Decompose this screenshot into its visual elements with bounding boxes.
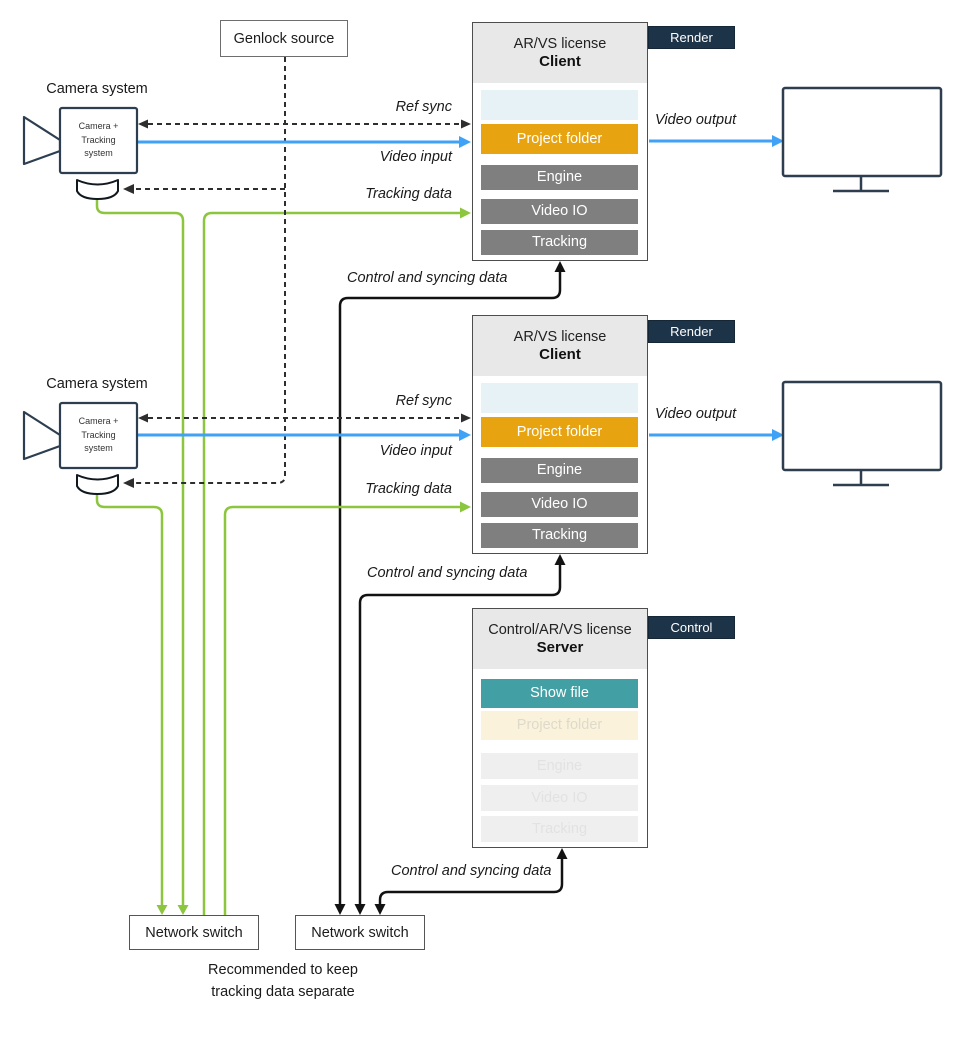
- video-input-label-2: Video input: [379, 443, 452, 459]
- client2-row-video-io: Video IO: [481, 492, 638, 517]
- tracking-data-lines: [95, 198, 460, 915]
- server-header: Control/AR/VS license Server: [473, 609, 647, 669]
- render-tag-1: Render: [648, 26, 735, 49]
- monitor-icon-2: [781, 380, 943, 487]
- client-header-1: AR/VS license Client: [473, 23, 647, 83]
- server-row-tracking: Tracking: [481, 816, 638, 842]
- tracking-data-label-1: Tracking data: [365, 186, 452, 202]
- client-box-1: AR/VS license Client Project folder Engi…: [472, 22, 648, 261]
- network-switch-left: Network switch: [129, 915, 259, 950]
- network-switch-right: Network switch: [295, 915, 425, 950]
- client2-row-project-folder: Project folder: [481, 417, 638, 447]
- server-row-show-file: Show file: [481, 679, 638, 708]
- client-license-label: AR/VS license: [513, 328, 607, 345]
- camera-system-label-2: Camera system: [46, 376, 148, 392]
- monitor-icon-1: [781, 86, 943, 193]
- client2-row-spacer: [481, 383, 638, 413]
- video-output-label-2: Video output: [655, 406, 737, 422]
- client-role-label: Client: [539, 346, 581, 364]
- video-output-label-1: Video output: [655, 112, 737, 128]
- network-switch-label: Network switch: [311, 924, 409, 941]
- client1-row-tracking: Tracking: [481, 230, 638, 255]
- genlock-ref-sync-arrowheads: [123, 119, 471, 488]
- server-license-label: Control/AR/VS license: [488, 621, 632, 638]
- tracking-data-label-2: Tracking data: [365, 481, 452, 497]
- server-box: Control/AR/VS license Server Show file P…: [472, 608, 648, 848]
- note-text: Recommended to keep tracking data separa…: [208, 962, 358, 1001]
- client-role-label: Client: [539, 53, 581, 71]
- render-tag-2: Render: [648, 320, 735, 343]
- tracking-data-arrowheads: [156, 207, 471, 915]
- client1-row-spacer: [481, 90, 638, 120]
- network-switch-label: Network switch: [145, 924, 243, 941]
- camera-body-label-1: Camera + Tracking system: [78, 121, 119, 159]
- camera-system-label-1: Camera system: [46, 81, 148, 97]
- client-header-2: AR/VS license Client: [473, 316, 647, 376]
- camera-icon-1: [22, 106, 139, 200]
- server-row-engine: Engine: [481, 753, 638, 779]
- video-lines: [138, 139, 772, 437]
- control-sync-label-2: Control and syncing data: [367, 565, 528, 581]
- control-sync-label-1: Control and syncing data: [347, 270, 508, 286]
- ref-sync-label-1: Ref sync: [395, 99, 452, 115]
- control-tag: Control: [648, 616, 735, 639]
- video-input-label-1: Video input: [379, 149, 452, 165]
- client-box-2: AR/VS license Client Project folder Engi…: [472, 315, 648, 554]
- client1-row-video-io: Video IO: [481, 199, 638, 224]
- client2-row-tracking: Tracking: [481, 523, 638, 548]
- client1-row-project-folder: Project folder: [481, 124, 638, 154]
- client2-row-engine: Engine: [481, 458, 638, 483]
- server-row-video-io: Video IO: [481, 785, 638, 811]
- control-line-server: [374, 848, 568, 915]
- server-row-project-folder: Project folder: [481, 711, 638, 740]
- genlock-source-label: Genlock source: [233, 30, 335, 47]
- camera-body-label-2: Camera + Tracking system: [78, 416, 119, 454]
- camera-icon-2: [22, 401, 139, 495]
- ref-sync-label-2: Ref sync: [395, 393, 452, 409]
- client1-row-engine: Engine: [481, 165, 638, 190]
- genlock-source-box: Genlock source: [220, 20, 348, 57]
- server-role-label: Server: [536, 639, 584, 657]
- client-license-label: AR/VS license: [513, 35, 607, 52]
- control-sync-label-3: Control and syncing data: [391, 863, 552, 879]
